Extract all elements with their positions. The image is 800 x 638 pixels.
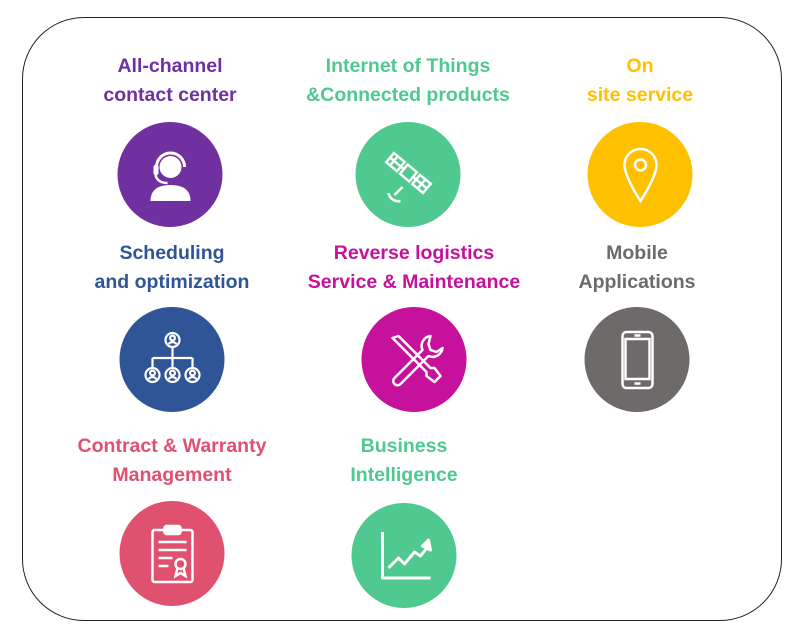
icon-circle <box>355 122 461 227</box>
tile-onsite: On site service <box>520 52 760 227</box>
tile-bi: Business Intelligence <box>284 432 524 608</box>
map-pin-icon <box>622 147 658 203</box>
line-chart-icon <box>380 531 432 579</box>
headset-agent-icon <box>150 151 190 201</box>
smartphone-icon <box>620 330 654 389</box>
tile-label: Business Intelligence <box>350 435 458 486</box>
tile-label: Mobile Applications <box>578 242 696 293</box>
tile-label: Internet of Things &Connected products <box>306 55 510 106</box>
tile-reverse-logistics: Reverse logistics Service & Maintenance <box>294 239 534 412</box>
icon-circle <box>584 307 690 412</box>
tile-contact-center: All-channel contact center <box>50 52 290 227</box>
icon-circle <box>119 307 225 412</box>
tile-scheduling: Scheduling and optimization <box>52 239 292 412</box>
tile-label: On site service <box>586 55 694 106</box>
icon-circle <box>351 503 457 608</box>
satellite-icon <box>383 150 433 202</box>
tools-icon <box>390 334 444 386</box>
tile-label: Scheduling and optimization <box>94 242 250 293</box>
tile-label: Contract & Warranty Management <box>77 435 267 486</box>
icon-circle <box>587 122 693 227</box>
tile-mobile: Mobile Applications <box>517 239 757 412</box>
icon-circle <box>117 122 223 227</box>
icon-circle <box>361 307 467 412</box>
icon-circle <box>119 501 225 606</box>
clipboard-certificate-icon <box>150 524 194 583</box>
tile-contract: Contract & Warranty Management <box>52 432 292 606</box>
tile-label: Reverse logistics Service & Maintenance <box>307 242 521 293</box>
tile-iot: Internet of Things &Connected products <box>288 52 528 227</box>
org-chart-icon <box>143 331 201 383</box>
tile-label: All-channel contact center <box>103 55 237 106</box>
